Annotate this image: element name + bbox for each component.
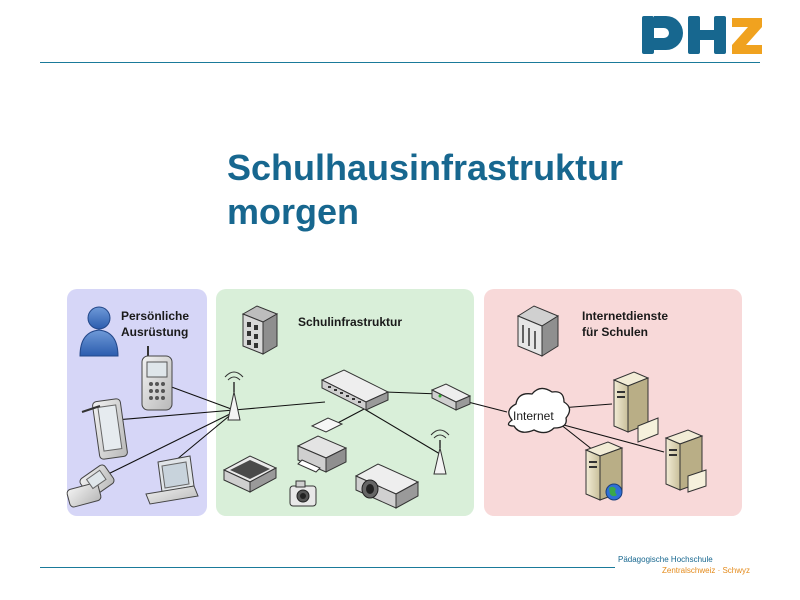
scanner-icon: [222, 455, 278, 493]
internet-services-label-line1: Internetdienste: [582, 309, 668, 323]
projector-icon: [354, 463, 420, 509]
wifi-access-point-icon: [430, 429, 450, 475]
cloud-icon: Internet: [507, 387, 571, 434]
network-switch-icon: [320, 369, 390, 411]
page-title: Schulhausinfrastruktur morgen: [227, 146, 747, 234]
camera-icon: [289, 480, 317, 507]
wifi-access-point-icon: [224, 371, 244, 421]
router-icon: [430, 383, 472, 411]
footer-divider: [40, 567, 615, 568]
laptop-icon: [145, 455, 199, 505]
footer: Pädagogische Hochschule Zentralschweiz ·…: [618, 554, 768, 576]
mobile-phone-icon: [141, 346, 173, 411]
phz-logo: [642, 16, 762, 54]
internet-services-label-line2: für Schulen: [582, 325, 648, 339]
web-server-icon: [584, 441, 624, 501]
printer-icon: [296, 417, 348, 473]
server-icon: [612, 371, 659, 443]
logo-letter-h: [688, 16, 726, 54]
server-icon: [664, 429, 707, 493]
institution-icon: [516, 305, 560, 357]
title-line-1: Schulhausinfrastruktur: [227, 147, 624, 188]
tablet-icon: [81, 398, 128, 460]
logo-letter-z: [732, 18, 762, 54]
flip-phone-icon: [66, 464, 115, 508]
footer-line-2: Zentralschweiz · Schwyz: [662, 566, 751, 575]
title-line-2: morgen: [227, 191, 360, 232]
personal-label-line1: Persönliche: [121, 309, 189, 323]
user-icon: [79, 306, 119, 357]
school-label: Schulinfrastruktur: [298, 315, 402, 329]
logo-letter-p: [642, 16, 683, 54]
footer-line-1: Pädagogische Hochschule: [618, 555, 713, 564]
personal-label-line2: Ausrüstung: [121, 325, 188, 339]
internet-label: Internet: [513, 409, 554, 423]
school-infrastructure-panel: [216, 289, 474, 516]
header-divider: [40, 62, 760, 63]
building-icon: [241, 305, 279, 355]
